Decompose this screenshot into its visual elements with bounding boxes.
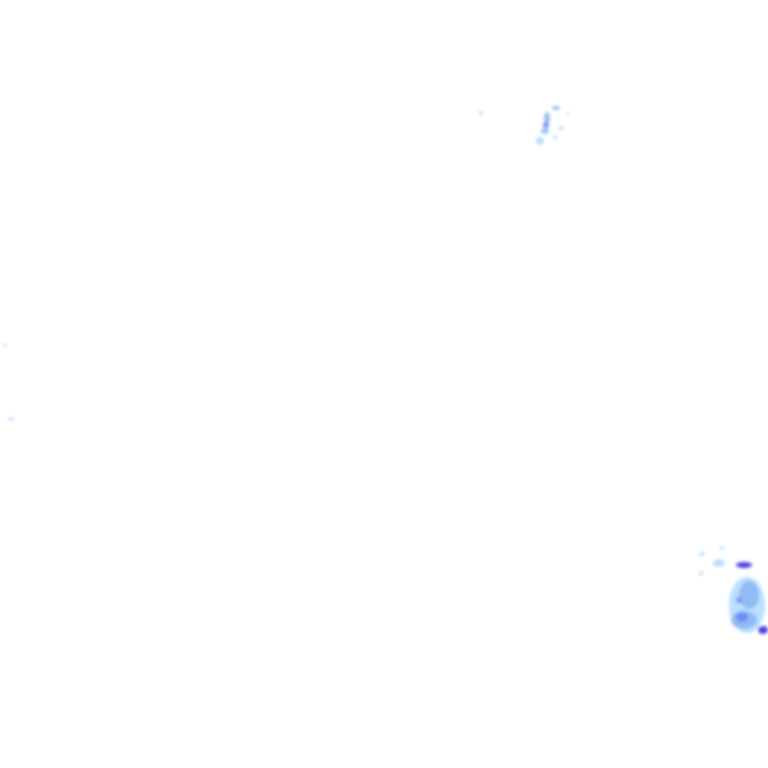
precipitation-cell-moderate — [479, 111, 483, 115]
precipitation-cell-light — [553, 135, 557, 139]
precipitation-cell-heavy — [736, 612, 748, 622]
precipitation-cell-light — [713, 559, 725, 567]
precipitation-cell-moderate — [552, 106, 560, 110]
precipitation-cell-light — [566, 112, 570, 116]
precipitation-cell-light — [3, 343, 7, 347]
precipitation-cell-moderate — [541, 128, 549, 134]
precipitation-cell-light — [8, 417, 14, 421]
precipitation-cell-heavy — [736, 597, 742, 603]
precipitation-cell-heavy — [543, 122, 549, 128]
precipitation-cell-light — [558, 126, 564, 130]
precipitation-cell-light — [720, 546, 724, 550]
precipitation-cell-intense — [758, 626, 768, 634]
precipitation-cell-light — [699, 571, 703, 575]
precipitation-cell-light — [699, 552, 705, 556]
precipitation-cell-moderate — [544, 112, 550, 124]
precipitation-cell-light — [536, 137, 544, 145]
precipitation-cell-moderate — [739, 581, 759, 609]
precipitation-cell-intense — [736, 562, 752, 568]
